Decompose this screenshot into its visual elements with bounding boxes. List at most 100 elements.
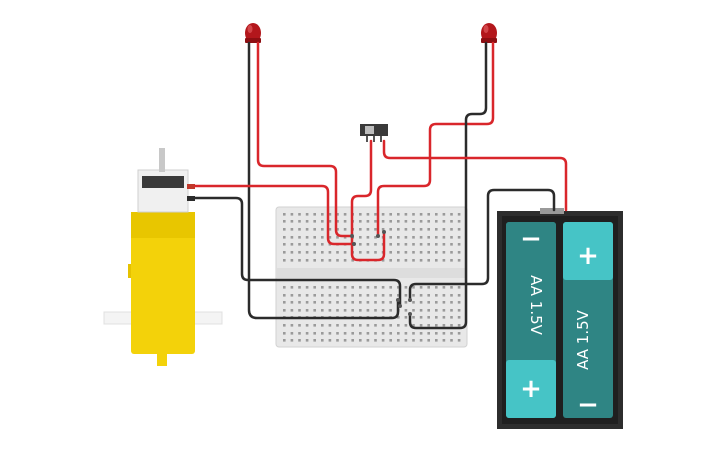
breadboard-hole[interactable] (435, 301, 438, 304)
breadboard-hole[interactable] (397, 236, 400, 239)
breadboard-hole[interactable] (366, 228, 370, 231)
breadboard-hole[interactable] (427, 220, 430, 223)
breadboard-hole[interactable] (442, 243, 446, 246)
breadboard-hole[interactable] (435, 220, 438, 223)
wire-red-switch-to-breadboard[interactable] (350, 139, 386, 262)
breadboard-hole[interactable] (321, 236, 324, 239)
breadboard-hole[interactable] (359, 236, 362, 239)
breadboard-hole[interactable] (389, 294, 392, 297)
breadboard-hole[interactable] (404, 324, 408, 327)
breadboard-hole[interactable] (290, 236, 294, 239)
breadboard-hole[interactable] (412, 301, 415, 304)
breadboard-hole[interactable] (450, 294, 453, 297)
breadboard-hole[interactable] (427, 236, 430, 239)
breadboard-hole[interactable] (321, 332, 324, 335)
breadboard-hole[interactable] (298, 251, 301, 254)
breadboard-hole[interactable] (336, 213, 339, 216)
breadboard-hole[interactable] (336, 301, 339, 304)
breadboard-hole[interactable] (412, 294, 415, 297)
breadboard-hole[interactable] (374, 332, 377, 335)
breadboard-hole[interactable] (283, 332, 286, 335)
breadboard-hole[interactable] (283, 243, 286, 246)
breadboard-hole[interactable] (305, 294, 309, 297)
breadboard-hole[interactable] (336, 228, 339, 231)
breadboard-hole[interactable] (328, 324, 332, 327)
breadboard-hole[interactable] (419, 339, 423, 342)
breadboard-hole[interactable] (283, 213, 286, 216)
breadboard-hole[interactable] (442, 236, 446, 239)
breadboard-hole[interactable] (359, 213, 362, 216)
breadboard-hole[interactable] (283, 228, 286, 231)
breadboard-hole[interactable] (397, 251, 400, 254)
breadboard-hole[interactable] (435, 213, 438, 216)
breadboard-hole[interactable] (328, 286, 332, 289)
breadboard-hole[interactable] (404, 301, 408, 304)
breadboard-hole[interactable] (321, 324, 324, 327)
breadboard-hole[interactable] (359, 332, 362, 335)
breadboard-hole[interactable] (412, 286, 415, 289)
breadboard-hole[interactable] (435, 236, 438, 239)
breadboard-hole[interactable] (343, 251, 347, 254)
breadboard-hole[interactable] (435, 294, 438, 297)
breadboard-hole[interactable] (313, 339, 316, 342)
breadboard-hole[interactable] (412, 236, 415, 239)
breadboard-hole[interactable] (450, 339, 453, 342)
breadboard-hole[interactable] (412, 213, 415, 216)
breadboard-hole[interactable] (343, 301, 347, 304)
breadboard-hole[interactable] (321, 339, 324, 342)
breadboard-hole[interactable] (412, 228, 415, 231)
breadboard-hole[interactable] (450, 259, 453, 262)
breadboard-hole[interactable] (419, 213, 423, 216)
breadboard-hole[interactable] (374, 251, 377, 254)
breadboard-hole[interactable] (397, 259, 400, 262)
led-left[interactable] (245, 23, 261, 43)
breadboard-hole[interactable] (366, 309, 370, 312)
breadboard-hole[interactable] (313, 220, 316, 223)
breadboard-hole[interactable] (404, 220, 408, 223)
wire-red-motor[interactable] (193, 184, 356, 246)
breadboard-hole[interactable] (343, 324, 347, 327)
breadboard-hole[interactable] (404, 251, 408, 254)
breadboard-hole[interactable] (313, 259, 316, 262)
breadboard-hole[interactable] (397, 286, 400, 289)
breadboard-hole[interactable] (328, 339, 332, 342)
breadboard-hole[interactable] (305, 324, 309, 327)
breadboard-hole[interactable] (343, 213, 347, 216)
breadboard-hole[interactable] (313, 301, 316, 304)
breadboard-hole[interactable] (419, 228, 423, 231)
breadboard-hole[interactable] (343, 294, 347, 297)
breadboard-hole[interactable] (305, 309, 309, 312)
breadboard-hole[interactable] (305, 228, 309, 231)
breadboard-hole[interactable] (366, 243, 370, 246)
breadboard-hole[interactable] (374, 309, 377, 312)
breadboard-hole[interactable] (328, 236, 332, 239)
breadboard-hole[interactable] (321, 259, 324, 262)
breadboard-hole[interactable] (442, 339, 446, 342)
breadboard-hole[interactable] (366, 251, 370, 254)
breadboard-hole[interactable] (290, 332, 294, 335)
breadboard-hole[interactable] (313, 294, 316, 297)
breadboard-hole[interactable] (336, 220, 339, 223)
breadboard-hole[interactable] (397, 316, 400, 319)
breadboard-hole[interactable] (404, 259, 408, 262)
breadboard-hole[interactable] (412, 332, 415, 335)
breadboard-hole[interactable] (328, 259, 332, 262)
breadboard-hole[interactable] (435, 228, 438, 231)
breadboard-hole[interactable] (313, 324, 316, 327)
breadboard-hole[interactable] (359, 294, 362, 297)
breadboard-hole[interactable] (450, 213, 453, 216)
breadboard-hole[interactable] (336, 294, 339, 297)
breadboard-hole[interactable] (351, 294, 354, 297)
breadboard-hole[interactable] (381, 259, 385, 262)
breadboard-hole[interactable] (427, 243, 430, 246)
breadboard-hole[interactable] (313, 213, 316, 216)
breadboard-hole[interactable] (397, 243, 400, 246)
breadboard-hole[interactable] (442, 316, 446, 319)
breadboard-hole[interactable] (366, 294, 370, 297)
breadboard-hole[interactable] (290, 220, 294, 223)
breadboard-hole[interactable] (419, 243, 423, 246)
breadboard-hole[interactable] (427, 301, 430, 304)
breadboard-hole[interactable] (336, 332, 339, 335)
breadboard-hole[interactable] (305, 286, 309, 289)
breadboard-hole[interactable] (457, 324, 461, 327)
